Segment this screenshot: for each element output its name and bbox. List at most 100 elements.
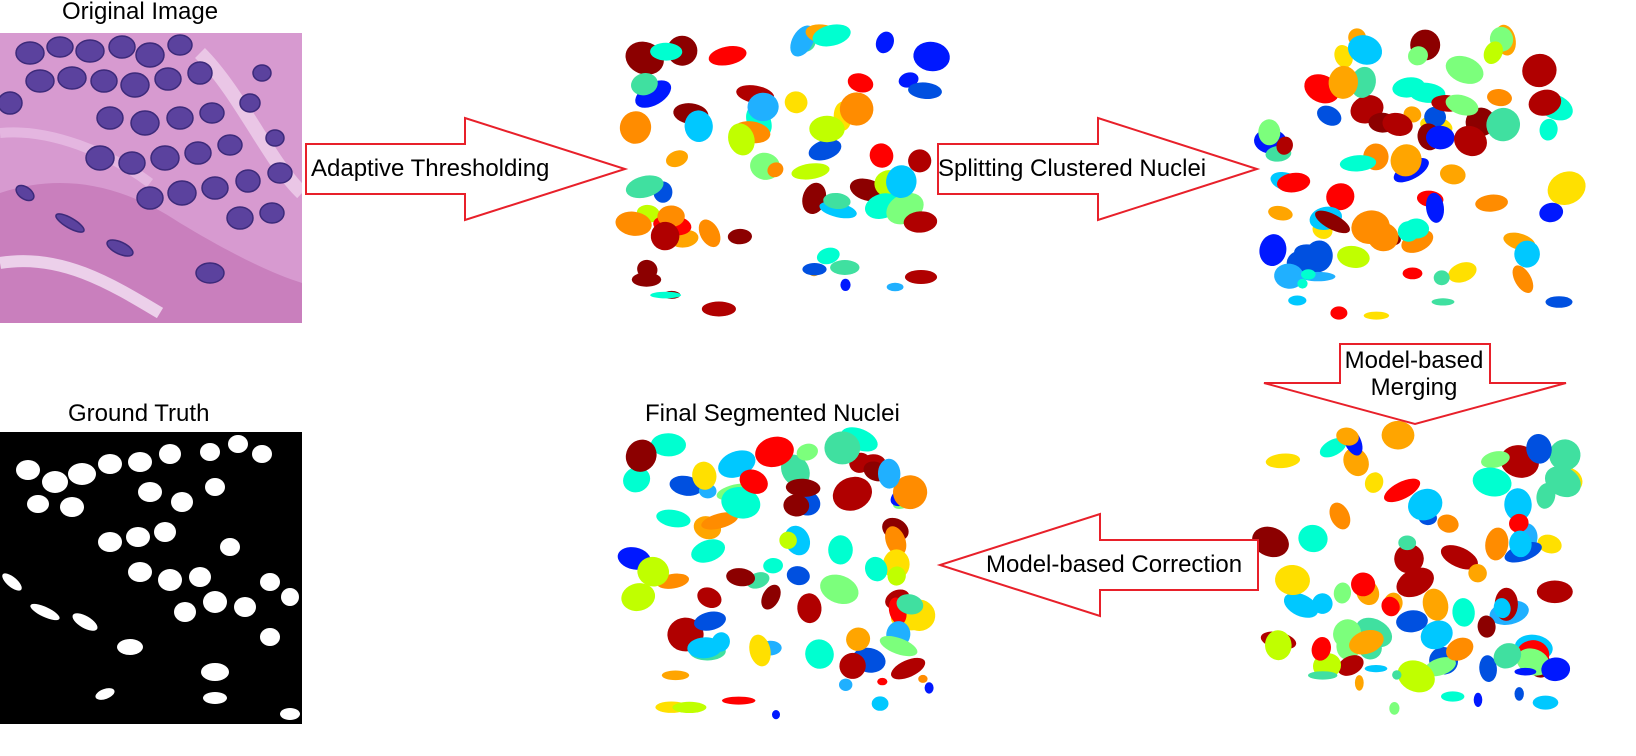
nucleus-blob (1381, 596, 1400, 617)
nucleus-blob (1294, 244, 1328, 265)
nucleus-blob (1268, 205, 1293, 221)
nucleus-blob (904, 270, 938, 284)
nucleus-blob (1544, 466, 1581, 498)
nucleus-blob (1312, 593, 1333, 614)
nucleus-blob (692, 461, 717, 490)
nucleus-blob (1408, 46, 1428, 66)
nucleus-blob (1329, 502, 1351, 530)
nucleus-blob (1274, 263, 1304, 289)
nucleus-blob (650, 42, 683, 61)
nucleus-blob (779, 531, 797, 549)
nucleus-blob (1349, 629, 1384, 655)
nucleus-blob (1276, 172, 1311, 193)
nucleus-blob (820, 574, 859, 605)
nucleus-blob (1545, 296, 1573, 308)
nucleus-blob (824, 431, 861, 465)
nucleus-blob (879, 635, 918, 657)
nucleus-blob (687, 637, 722, 659)
nucleus-blob (898, 72, 919, 88)
nucleus-blob (1522, 53, 1557, 88)
thresholded-nuclei-image (615, 24, 950, 317)
nucleus-blob (1337, 245, 1370, 268)
final-segmented-image (617, 427, 936, 720)
nucleus-blob (623, 467, 651, 493)
split-nuclei-image (1254, 24, 1586, 320)
nucleus-blob (1441, 691, 1465, 702)
nucleus-blob (1396, 610, 1428, 633)
nucleus-blob (1252, 526, 1289, 558)
nucleus-blob (877, 458, 901, 489)
nucleus-blob (1512, 265, 1534, 293)
nucleus-blob (846, 627, 871, 651)
nucleus-blob (808, 139, 842, 161)
nucleus-blob (1468, 564, 1487, 583)
nucleus-blob (786, 566, 810, 586)
nucleus-blob (1420, 620, 1453, 650)
nucleus-blob (1452, 598, 1475, 627)
nucleus-blob (1381, 420, 1415, 450)
ground-truth-label: Ground Truth (68, 400, 210, 427)
nucleus-blob (1426, 125, 1455, 150)
nucleus-blob (1330, 306, 1348, 320)
nucleus-blob (615, 211, 652, 236)
nucleus-blob (784, 91, 808, 114)
nucleus-blob (1532, 695, 1559, 710)
nucleus-blob (832, 476, 872, 511)
nucleus-blob (871, 696, 889, 711)
nucleus-blob (1446, 637, 1474, 661)
nucleus-blob (656, 509, 691, 528)
nucleus-blob (1440, 545, 1478, 570)
nucleus-blob (684, 110, 713, 142)
nucleus-blob (767, 162, 784, 178)
nucleus-blob (657, 205, 685, 228)
nucleus-blob (650, 433, 686, 457)
nucleus-blob (839, 652, 866, 679)
arrow-model-based-merging (1263, 343, 1567, 426)
nucleus-blob (631, 272, 662, 287)
nucleus-blob (722, 696, 756, 705)
nucleus-blob (621, 583, 656, 612)
nucleus-blob (697, 587, 722, 609)
nucleus-blob (1477, 615, 1496, 638)
nucleus-blob (1394, 543, 1424, 574)
nucleus-blob (783, 494, 810, 517)
nucleus-blob (755, 436, 794, 468)
nucleus-blob (924, 682, 934, 694)
nucleus-blob (1258, 119, 1281, 146)
nucleus-blob (1265, 453, 1301, 469)
nucleus-blob (1493, 598, 1511, 619)
nucleus-blob (839, 678, 853, 691)
nucleus-blob (1298, 524, 1328, 553)
nucleus-blob (1549, 439, 1581, 471)
nucleus-blob (1445, 55, 1484, 84)
nucleus-blob (1422, 588, 1449, 621)
nucleus-blob (1408, 488, 1443, 521)
step-merging-line1: Model-based (1345, 347, 1484, 374)
nucleus-blob (908, 82, 942, 100)
nucleus-blob (1326, 183, 1355, 211)
nucleus-blob (823, 192, 851, 210)
nucleus-blob (727, 228, 752, 245)
nucleus-blob (1509, 513, 1529, 533)
nucleus-blob (1337, 655, 1364, 676)
arrow-splitting-clustered-nuclei (937, 116, 1261, 222)
original-image-label: Original Image (62, 0, 219, 25)
nucleus-blob (1308, 671, 1338, 680)
nucleus-blob (1392, 670, 1402, 680)
nucleus-blob (1514, 667, 1537, 676)
nucleus-blob (1283, 592, 1319, 618)
nucleus-blob (1396, 567, 1434, 598)
nucleus-blob (1479, 655, 1497, 682)
nucleus-blob (1402, 267, 1423, 280)
nucleus-blob (1264, 630, 1292, 661)
nucleus-blob (840, 278, 851, 291)
nucleus-blob (739, 469, 768, 494)
nucleus-blob (698, 219, 721, 248)
nucleus-blob (691, 539, 726, 563)
nucleus-blob (1328, 65, 1359, 99)
nucleus-blob (650, 221, 680, 251)
nucleus-blob (913, 41, 950, 72)
nucleus-blob (1398, 535, 1417, 551)
nucleus-blob (619, 111, 652, 144)
